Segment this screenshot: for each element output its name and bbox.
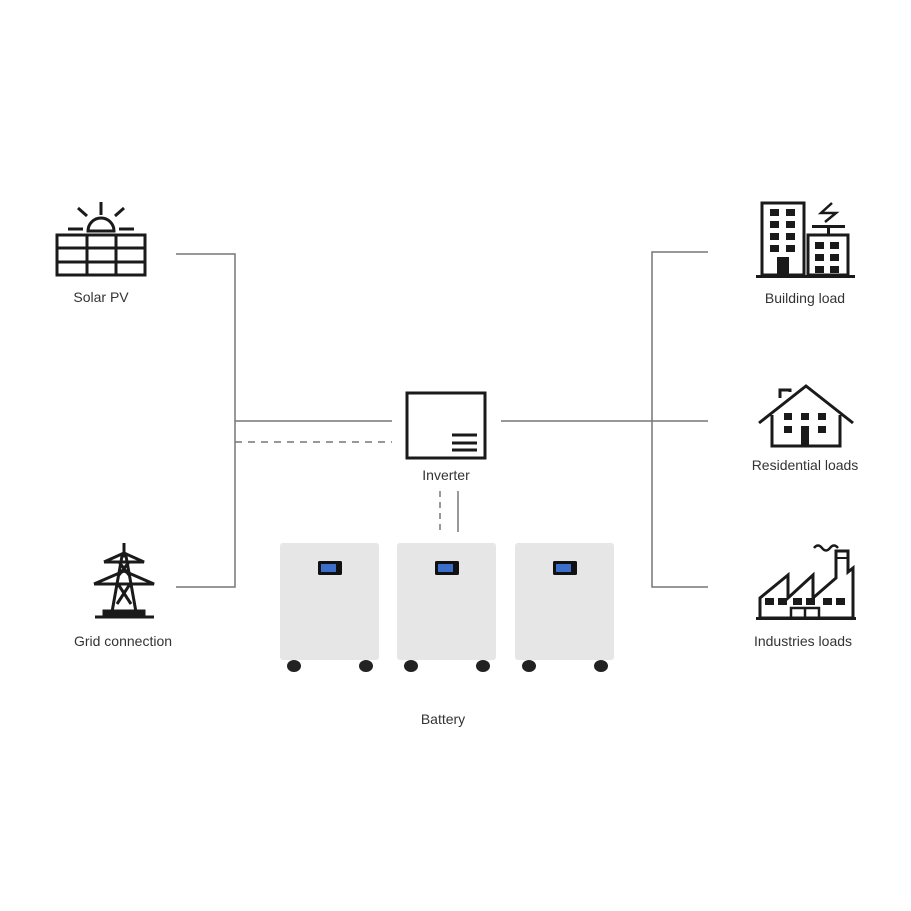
battery-label: Battery [420,711,466,727]
battery-wheel [287,660,301,672]
inverter-label: Inverter [422,467,470,483]
power-tower-icon [93,543,155,619]
battery-wheel [594,660,608,672]
battery-body [397,543,496,660]
solar-grid-bus [176,253,236,588]
industries-loads-label: Industries loads [753,633,853,649]
house-icon [758,384,854,448]
solar-panel-icon [55,202,147,277]
battery-body [280,543,379,660]
battery-screen [556,564,571,572]
battery-cabinet [280,543,379,672]
factory-icon [756,544,856,620]
battery-cabinet [515,543,614,672]
inverter-icon [405,391,487,460]
battery-screen [321,564,336,572]
battery-wheel [522,660,536,672]
battery-cabinet [397,543,496,672]
connectors [176,251,708,588]
residential-loads-label: Residential loads [751,457,859,473]
grid-connection-label: Grid connection [73,633,173,649]
battery-wheel [359,660,373,672]
battery-cabinets [280,543,614,672]
building-load-label: Building load [764,290,846,306]
battery-screen [438,564,453,572]
battery-body [515,543,614,660]
solar-pv-label: Solar PV [73,289,129,305]
battery-wheel [404,660,418,672]
loads-bus [651,251,708,588]
battery-wheel [476,660,490,672]
building-icon [756,201,855,278]
